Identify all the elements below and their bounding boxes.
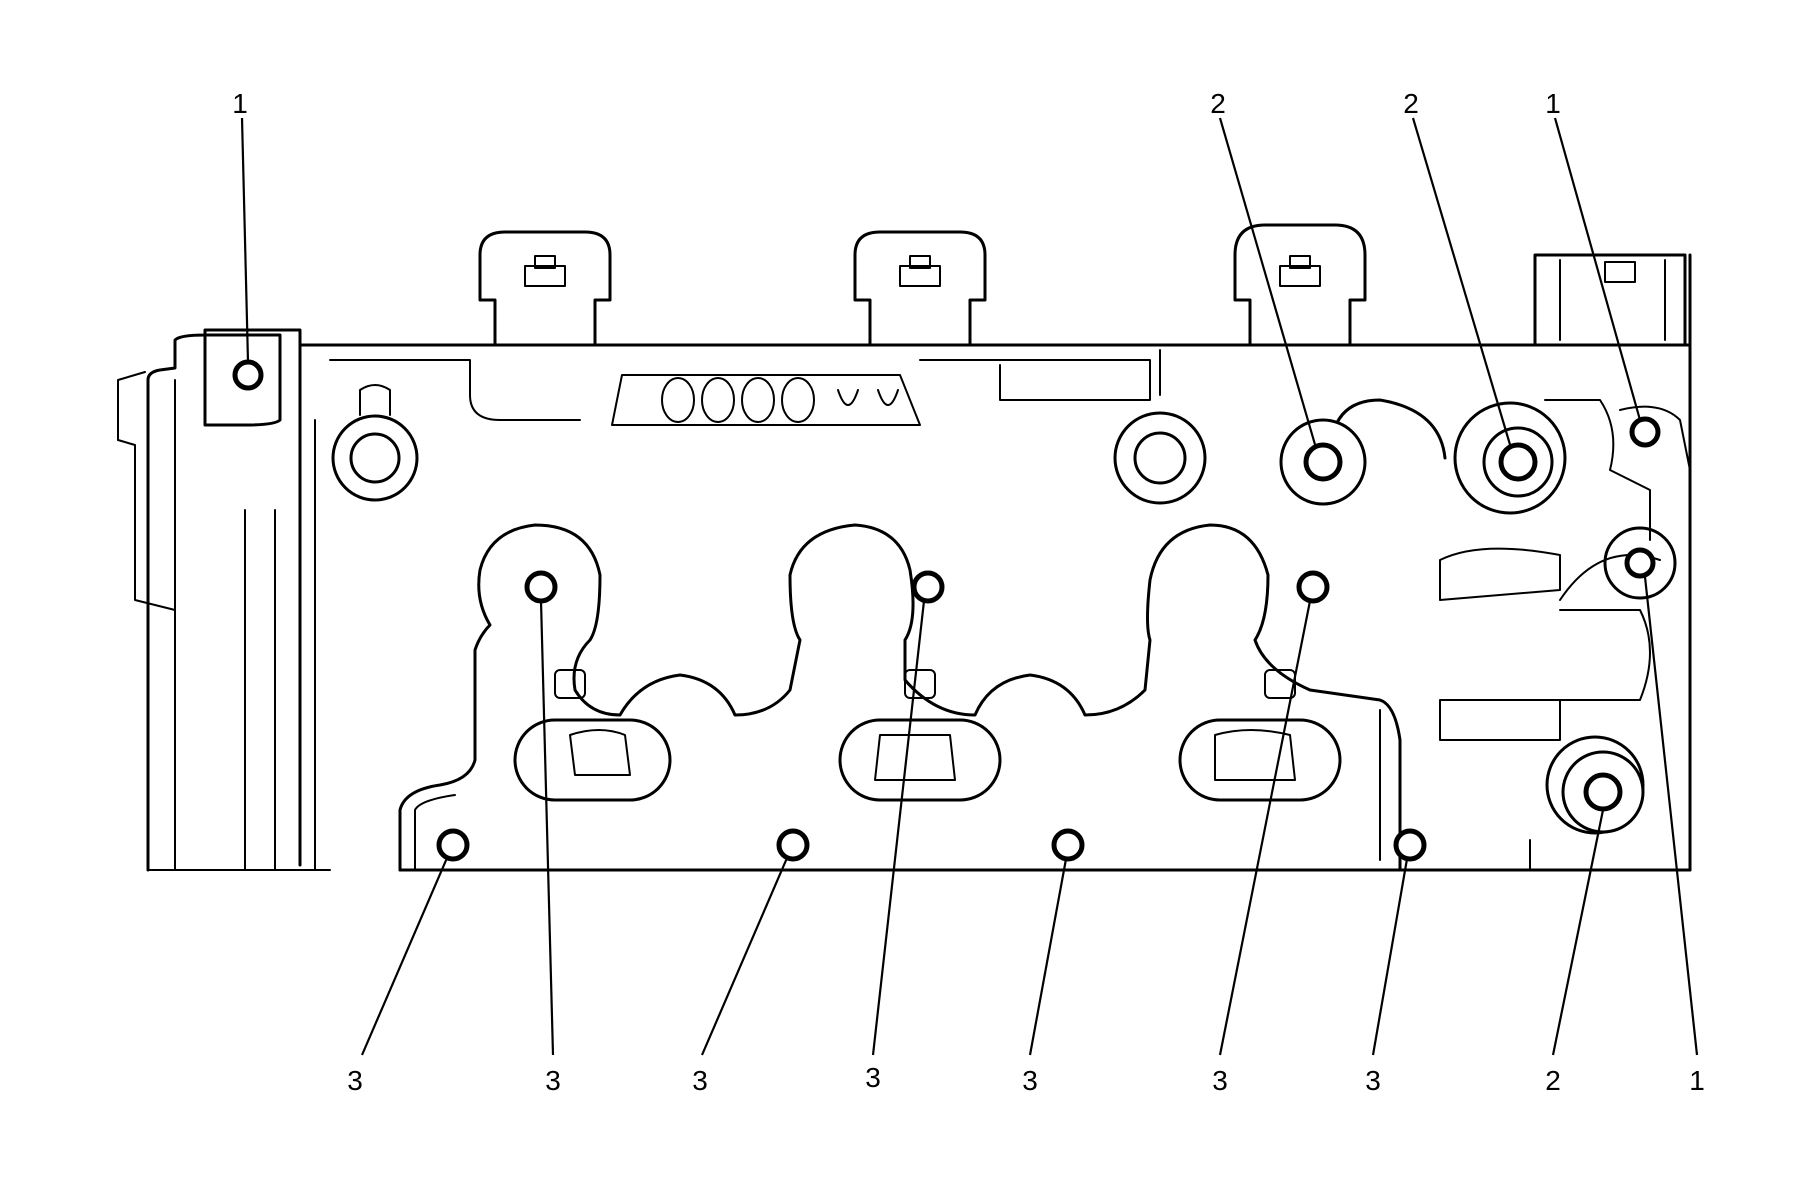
callout-bottom-2: 2 bbox=[1545, 1065, 1561, 1096]
bolt-hole-3-lower-a bbox=[436, 828, 470, 862]
bolt-hole-1-front bbox=[203, 333, 282, 427]
gasket-flange bbox=[398, 523, 1402, 872]
camshaft-cap-1 bbox=[478, 230, 612, 347]
bolt-hole-1-rear-upper bbox=[1629, 416, 1661, 448]
leader-bottom-3-a bbox=[360, 857, 449, 1056]
bolt-hole-3-upper-b bbox=[911, 570, 945, 604]
callout-bottom-1: 1 bbox=[1689, 1065, 1705, 1096]
leader-bottom-3-b bbox=[539, 600, 555, 1056]
camshaft-cap-4 bbox=[1533, 253, 1687, 347]
sensor-row bbox=[611, 374, 921, 426]
camshaft-cap-3 bbox=[1233, 223, 1367, 347]
port-2 bbox=[838, 669, 1002, 802]
leader-top-2-b bbox=[1411, 117, 1513, 449]
leader-top-2-a bbox=[1218, 117, 1318, 449]
callout-bottom-3-e: 3 bbox=[1022, 1065, 1038, 1096]
leader-top-1-right bbox=[1553, 117, 1642, 421]
leader-bottom-3-e bbox=[1028, 858, 1068, 1056]
callout-top-1-right: 1 bbox=[1545, 88, 1561, 119]
port-1 bbox=[513, 669, 672, 802]
front-plug bbox=[331, 384, 419, 502]
bolt-hole-2-b bbox=[1482, 426, 1554, 498]
leader-bottom-3-c bbox=[700, 857, 789, 1056]
bolt-hole-3-lower-d bbox=[1393, 828, 1427, 862]
callout-bottom-3-d: 3 bbox=[865, 1062, 881, 1093]
callout-bottom-3-f: 3 bbox=[1212, 1065, 1228, 1096]
port-3 bbox=[1178, 669, 1342, 802]
callout-bottom-3-a: 3 bbox=[347, 1065, 363, 1096]
callout-top-2-b: 2 bbox=[1403, 88, 1419, 119]
callout-bottom-3-b: 3 bbox=[545, 1065, 561, 1096]
leader-bottom-3-d bbox=[871, 600, 926, 1056]
rear-boss bbox=[1113, 411, 1207, 505]
leader-bottom-3-f bbox=[1218, 600, 1312, 1056]
callout-labels: 1 2 2 1 3 3 3 3 3 3 3 2 1 bbox=[232, 88, 1705, 1096]
bolt-hole-2-a bbox=[1279, 418, 1367, 506]
callout-top-2-a: 2 bbox=[1210, 88, 1226, 119]
callout-bottom-3-c: 3 bbox=[692, 1065, 708, 1096]
callout-top-1-left: 1 bbox=[232, 88, 248, 119]
bolt-hole-3-lower-b bbox=[776, 828, 810, 862]
camshaft-cap-2 bbox=[853, 230, 987, 347]
callout-bottom-3-g: 3 bbox=[1365, 1065, 1381, 1096]
leader-bottom-2 bbox=[1551, 809, 1605, 1056]
bolt-hole-3-lower-c bbox=[1051, 828, 1085, 862]
head-body bbox=[117, 253, 1692, 872]
leader-bottom-3-g bbox=[1371, 858, 1409, 1056]
bolt-hole-3-upper-c bbox=[1296, 570, 1330, 604]
bolt-hole-1-rear-lower bbox=[1603, 526, 1677, 600]
leader-top-1-left bbox=[240, 117, 250, 363]
leader-lines bbox=[240, 117, 1699, 1056]
bolt-hole-2-c bbox=[1561, 750, 1645, 834]
bolt-hole-3-upper-a bbox=[524, 570, 558, 604]
leader-bottom-1 bbox=[1643, 576, 1699, 1056]
